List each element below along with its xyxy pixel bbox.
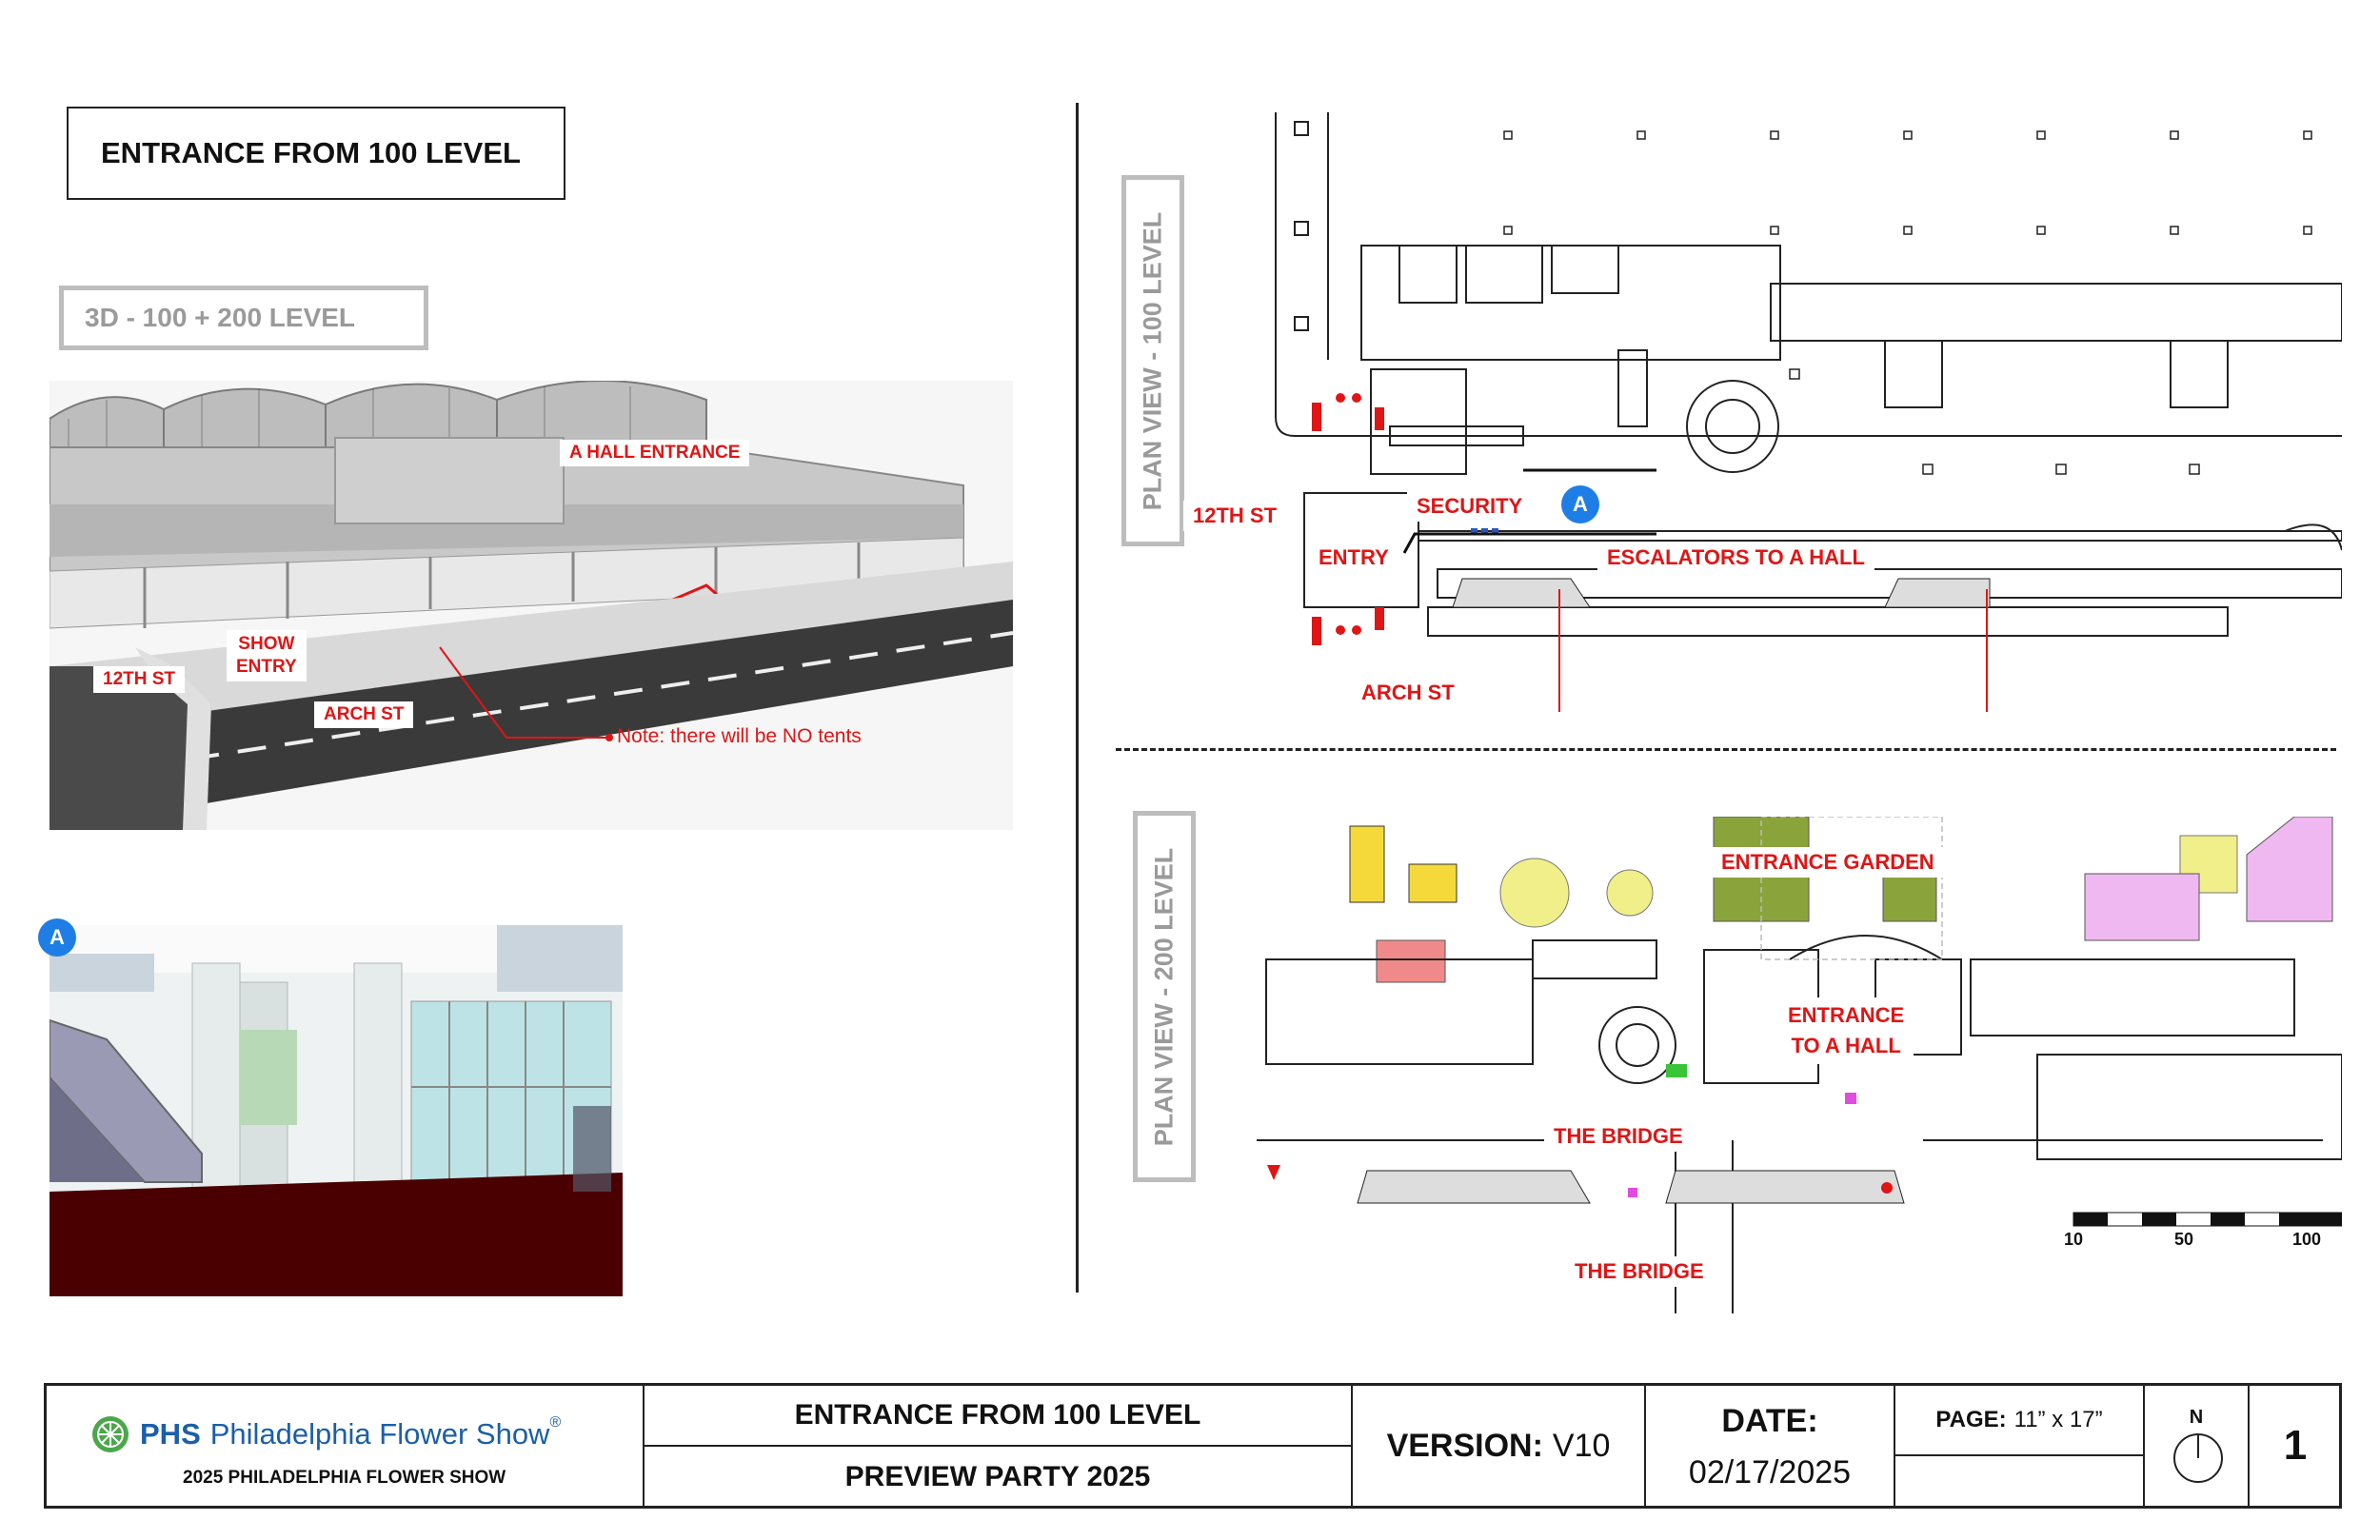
page-size: PAGE: 11” x 17” — [1895, 1386, 2143, 1456]
callout-note-no-tents: Note: there will be NO tents — [617, 725, 862, 747]
north-arrow-icon — [2173, 1433, 2223, 1483]
callout-show-entry-line1: SHOW — [238, 634, 295, 654]
callout-entrance-line1: ENTRANCE — [1788, 1003, 1905, 1027]
render-3d-illustration — [49, 380, 1014, 830]
plan-100-drawing — [1238, 112, 2343, 1188]
label-plan-200-text: PLAN VIEW - 200 LEVEL — [1149, 847, 1179, 1146]
version-value: V10 — [1552, 1427, 1611, 1464]
callout-show-entry-line2: ENTRY — [236, 657, 297, 677]
page-label: PAGE: — [1935, 1407, 2007, 1432]
callout-entrance-line2: TO A HALL — [1791, 1034, 1901, 1057]
scale-label-100: 100 — [2292, 1230, 2322, 1249]
callout-show-entry: SHOW ENTRY — [227, 630, 307, 681]
callout-entrance-garden: ENTRANCE GARDEN — [1712, 847, 1944, 878]
sheet-number: 1 — [2283, 1422, 2308, 1469]
plan-100-illustration — [1275, 112, 2343, 1188]
render-3d-exterior — [49, 380, 1014, 830]
callout-arch-st-3d: ARCH ST — [314, 701, 414, 728]
level-divider-dashed — [1116, 748, 2336, 751]
scale-label-50: 50 — [2174, 1230, 2194, 1249]
plan-100-badge-a: A — [1561, 485, 1599, 523]
north-label: N — [2189, 1407, 2204, 1428]
callout-escalators-to-a-hall: ESCALATORS TO A HALL — [1597, 543, 1874, 573]
title-block-date: DATE: 02/17/2025 — [1646, 1386, 1895, 1506]
brand-subtitle: 2025 PHILADELPHIA FLOWER SHOW — [183, 1468, 506, 1488]
date-label: DATE: — [1721, 1403, 1818, 1439]
brand-name: Philadelphia Flower Show — [209, 1417, 550, 1451]
callout-12th-st-3d: 12TH ST — [93, 666, 186, 693]
date-value: 02/17/2025 — [1688, 1454, 1852, 1491]
callout-bridge-upper: THE BRIDGE — [1544, 1121, 1693, 1152]
vertical-divider — [1076, 103, 1079, 1293]
label-3d-view: 3D - 100 + 200 LEVEL — [59, 286, 428, 350]
page-value: 11” x 17” — [2013, 1407, 2103, 1432]
title-block: PHS Philadelphia Flower Show ® 2025 PHIL… — [44, 1383, 2342, 1509]
view-a-badge: A — [38, 918, 76, 957]
callout-a-hall-entrance: A HALL ENTRANCE — [560, 440, 750, 466]
callout-bridge-lower: THE BRIDGE — [1565, 1256, 1714, 1287]
page-title: ENTRANCE FROM 100 LEVEL — [67, 107, 565, 200]
brand-registered-mark: ® — [549, 1414, 562, 1431]
title-block-brand: PHS Philadelphia Flower Show ® 2025 PHIL… — [47, 1386, 645, 1506]
callout-12th-st-plan: 12TH ST — [1183, 501, 1287, 531]
version-label: VERSION: — [1386, 1427, 1543, 1464]
title-block-titles: ENTRANCE FROM 100 LEVEL PREVIEW PARTY 20… — [645, 1386, 1353, 1506]
callout-arch-st-plan: ARCH ST — [1352, 678, 1464, 708]
render-interior-view-a — [49, 925, 623, 1296]
title-block-version: VERSION: V10 — [1353, 1386, 1646, 1506]
callout-entrance-to-a-hall: ENTRANCE TO A HALL — [1778, 997, 1914, 1064]
label-plan-200: PLAN VIEW - 200 LEVEL — [1133, 811, 1196, 1182]
brand-logo: PHS Philadelphia Flower Show ® — [90, 1414, 561, 1454]
sheet-title: ENTRANCE FROM 100 LEVEL — [645, 1386, 1351, 1447]
scale-label-10: 10 — [2064, 1230, 2084, 1249]
title-block-page: PAGE: 11” x 17” — [1895, 1386, 2145, 1506]
event-title: PREVIEW PARTY 2025 — [844, 1461, 1151, 1492]
callout-security: SECURITY — [1407, 491, 1533, 522]
label-plan-100: PLAN VIEW - 100 LEVEL — [1121, 175, 1184, 546]
brand-prefix: PHS — [140, 1417, 201, 1451]
label-plan-100-text: PLAN VIEW - 100 LEVEL — [1138, 211, 1167, 510]
render-interior-illustration — [49, 925, 623, 1296]
callout-entry: ENTRY — [1309, 543, 1398, 573]
title-block-north: N — [2145, 1386, 2250, 1506]
flower-logo-icon — [92, 1416, 129, 1452]
